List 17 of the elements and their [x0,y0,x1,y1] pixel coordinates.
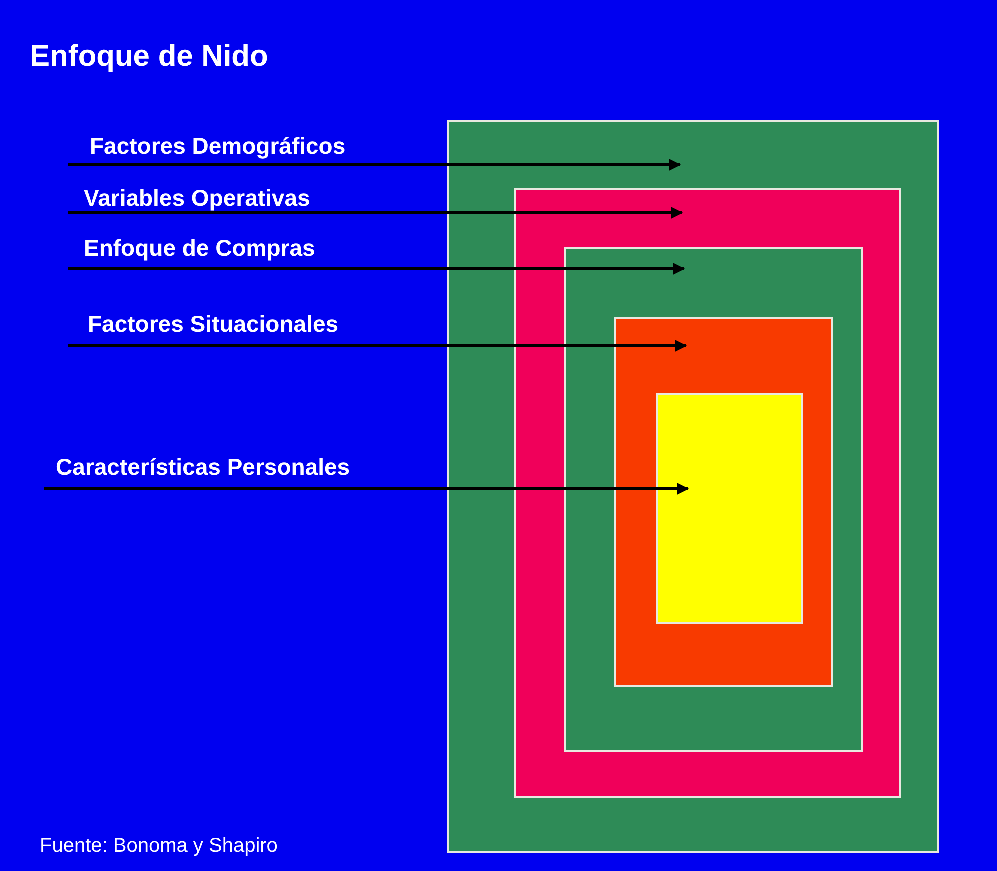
nested-rectangle [447,120,939,853]
leader-arrow [68,340,688,352]
nested-rectangle [614,317,833,687]
category-label: Factores Demográficos [68,132,346,167]
nested-rectangle [656,393,803,624]
category-label: Enfoque de Compras [68,234,316,271]
nested-rectangle [564,247,863,752]
category-label: Características Personales [44,453,350,491]
leader-arrow [68,263,686,275]
nested-rectangle [514,188,901,798]
leader-arrow [44,483,690,495]
source-note: Fuente: Bonoma y Shapiro [40,835,278,858]
leader-arrow [68,159,682,171]
category-label: Factores Situacionales [68,310,339,348]
category-label: Variables Operativas [68,184,310,215]
slide-title: Enfoque de Nido [30,40,268,74]
leader-arrow [68,207,684,219]
